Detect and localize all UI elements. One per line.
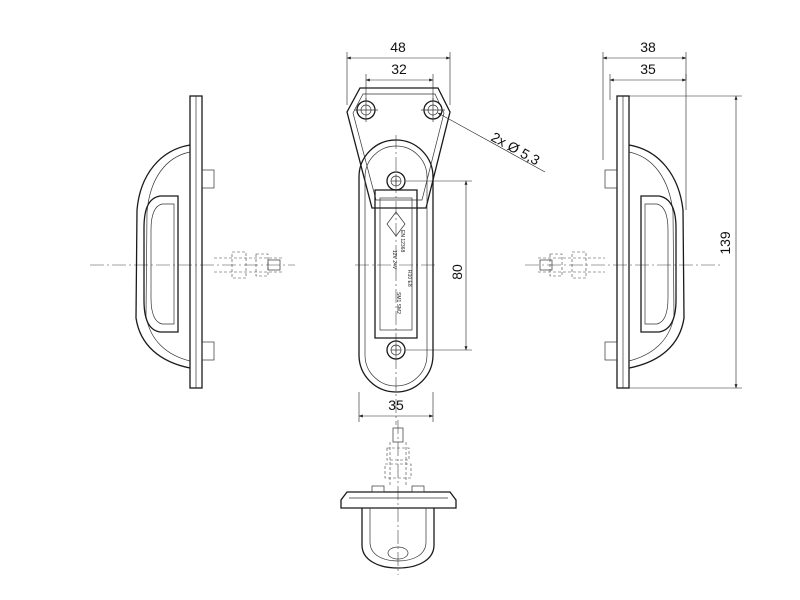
bottom-housing-outline: [361, 508, 435, 569]
hole-callout: 2x Ø 5,3: [437, 112, 546, 173]
front-view: EN 12368 12V 24V R10 E8 SM1 SM2 48: [346, 39, 546, 425]
front-lens-window: [374, 189, 418, 339]
right-side-view: 38 35 139: [525, 39, 742, 389]
right-lens-outline: [640, 195, 677, 333]
dim-35-side-label: 35: [640, 61, 656, 77]
dim-80-label: 80: [449, 264, 465, 280]
bottom-cable-connector: [384, 427, 412, 486]
svg-text:SM1 SM2: SM1 SM2: [395, 292, 401, 314]
svg-text:EN 12368: EN 12368: [399, 230, 405, 252]
svg-text:R10 E8: R10 E8: [406, 270, 412, 287]
front-screw-bottom: [386, 340, 406, 360]
front-mounting-hole-left: [354, 98, 378, 122]
dimension-80: 80: [406, 180, 472, 351]
left-lens-outline: [143, 195, 179, 333]
front-mounting-bracket: [346, 87, 451, 209]
front-body-outline: [358, 139, 434, 393]
lens-logo-icon: [386, 211, 406, 237]
front-lens-markings: EN 12368 12V 24V R10 E8 SM1 SM2: [391, 230, 412, 314]
dim-38-label: 38: [640, 39, 656, 55]
hole-callout-label: 2x Ø 5,3: [489, 129, 543, 169]
bottom-view: [340, 420, 457, 575]
front-mounting-hole-right: [421, 98, 445, 122]
dimension-32: 32: [365, 61, 434, 100]
left-cable-connector: [214, 251, 282, 279]
svg-text:12V 24V: 12V 24V: [391, 250, 397, 270]
dimension-139: 139: [629, 95, 742, 389]
dimension-38: 38: [602, 39, 687, 210]
left-side-view: [90, 95, 295, 389]
dim-139-label: 139: [717, 231, 733, 255]
bottom-lens-window: [387, 546, 409, 560]
right-cable-connector: [538, 251, 605, 279]
front-screw-top: [386, 171, 406, 191]
dimension-35-front: 35: [358, 392, 434, 422]
dim-35-front-label: 35: [388, 397, 404, 413]
dim-48-label: 48: [390, 39, 406, 55]
right-housing-outline: [628, 144, 685, 369]
bottom-mounting-plate: [340, 491, 457, 509]
dimension-48: 48: [346, 39, 451, 105]
dimension-35-side: 35: [609, 61, 687, 100]
dim-32-label: 32: [391, 61, 407, 77]
left-housing-outline: [135, 144, 191, 369]
